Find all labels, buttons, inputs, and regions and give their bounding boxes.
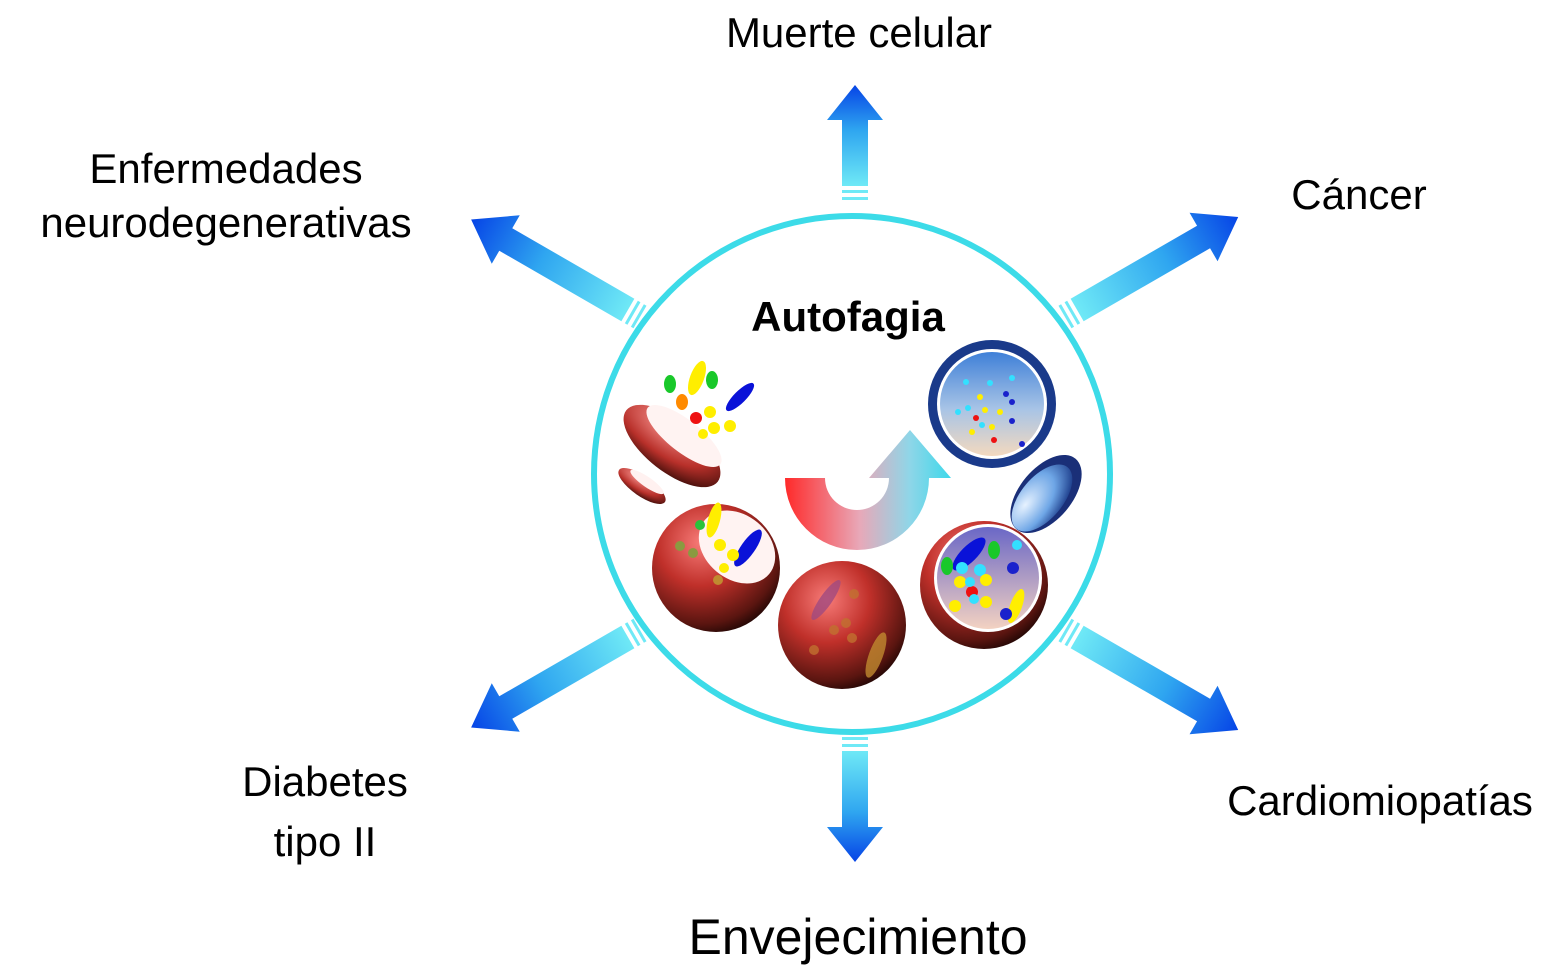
label-diabetes-line1: Diabetes — [242, 758, 408, 805]
arrow-to-top — [827, 85, 883, 200]
label-enfermedades-neurodegenerativas: Enfermedades neurodegenerativas — [8, 142, 444, 250]
red-lysosome-sphere — [778, 561, 906, 689]
label-diabetes-line2: tipo II — [273, 818, 377, 865]
autolysosome-vesicle — [920, 521, 1048, 649]
label-cancer: Cáncer — [1291, 171, 1427, 218]
label-muerte-celular: Muerte celular — [725, 9, 993, 56]
label-enfermedades-line2: neurodegenerativas — [40, 199, 412, 246]
small-red-vesicle — [618, 467, 666, 505]
label-diabetes-tipo-ii: Diabetes tipo II — [200, 752, 450, 872]
label-enfermedades-line1: Enfermedades — [89, 145, 363, 192]
arrow-to-top-left — [471, 215, 647, 329]
center-title: Autofagia — [751, 293, 945, 340]
red-open-vesicle — [623, 360, 755, 488]
red-sphere-vesicle-with-cargo — [652, 502, 780, 632]
label-cardiomiopatias: Cardiomiopatías — [1227, 777, 1533, 824]
arrow-to-bottom-left — [471, 618, 647, 732]
arrow-to-bottom-right — [1058, 618, 1239, 735]
cycle-arrow-icon — [785, 430, 951, 550]
arrow-to-bottom — [827, 737, 883, 862]
arrow-to-top-right — [1058, 212, 1239, 329]
label-envejecimiento: Envejecimiento — [688, 909, 1028, 965]
blue-vesicle — [928, 340, 1056, 468]
blue-disc-vesicle — [1010, 454, 1082, 534]
